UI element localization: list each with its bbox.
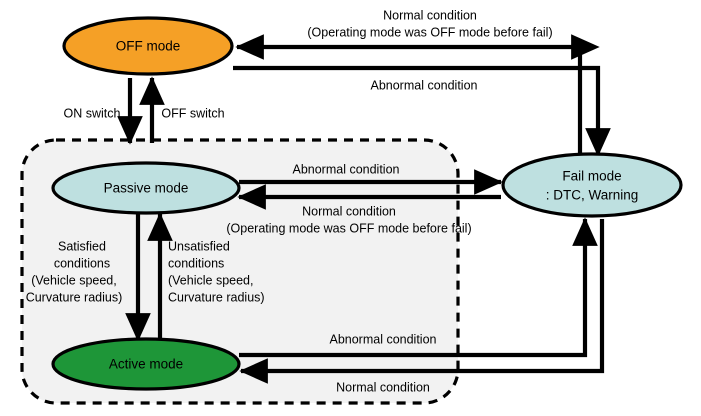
node-off-mode[interactable]	[62, 16, 234, 76]
edge-label-satisfied-line3: (Vehicle speed,	[31, 273, 116, 287]
node-passive-mode[interactable]	[51, 161, 241, 215]
edge-label-on-switch: ON switch	[64, 106, 121, 120]
edge-label-unsatisfied-line2: conditions	[168, 256, 224, 270]
node-off-mode-label: OFF mode	[116, 39, 181, 54]
edge-label-fail-to-passive-normal-line2: (Operating mode was OFF mode before fail…	[226, 221, 471, 235]
edge-label-fail-to-passive-normal-line1: Normal condition	[302, 204, 396, 218]
node-fail-mode-label-line2: : DTC, Warning	[546, 188, 639, 203]
edge-label-off-switch: OFF switch	[161, 106, 224, 120]
edge-label-satisfied-line2: conditions	[54, 256, 110, 270]
edge-fail-to-off-normal-path	[235, 34, 583, 160]
edge-fail-to-active-normal	[239, 219, 605, 384]
edge-label-unsatisfied-line3: (Vehicle speed,	[168, 273, 253, 287]
edge-active-to-fail-abnormal	[239, 217, 598, 358]
node-active-mode-label: Active mode	[109, 357, 183, 372]
node-active-mode[interactable]	[51, 337, 241, 391]
edge-label-passive-to-fail-abnormal: Abnormal condition	[292, 162, 399, 176]
edge-label-satisfied-line1: Satisfied	[58, 239, 106, 253]
edge-label-active-to-fail-abnormal: Abnormal condition	[329, 332, 436, 346]
node-passive-mode-label: Passive mode	[104, 181, 189, 196]
edge-label-fail-to-off-normal-line2: (Operating mode was OFF mode before fail…	[307, 25, 552, 39]
edge-label-fail-to-off-normal-line1: Normal condition	[383, 8, 477, 22]
edge-label-unsatisfied-line1: Unsatisfied	[168, 239, 230, 253]
edge-label-unsatisfied-line4: Curvature radius)	[168, 290, 265, 304]
edge-off-to-fail-abnormal	[233, 65, 611, 157]
edge-label-off-to-fail-abnormal: Abnormal condition	[370, 78, 477, 92]
node-fail-mode[interactable]	[501, 152, 683, 218]
edge-label-satisfied-line4: Curvature radius)	[26, 290, 123, 304]
node-fail-mode-label-line1: Fail mode	[562, 169, 621, 184]
edge-label-fail-to-active-normal: Normal condition	[336, 380, 430, 394]
